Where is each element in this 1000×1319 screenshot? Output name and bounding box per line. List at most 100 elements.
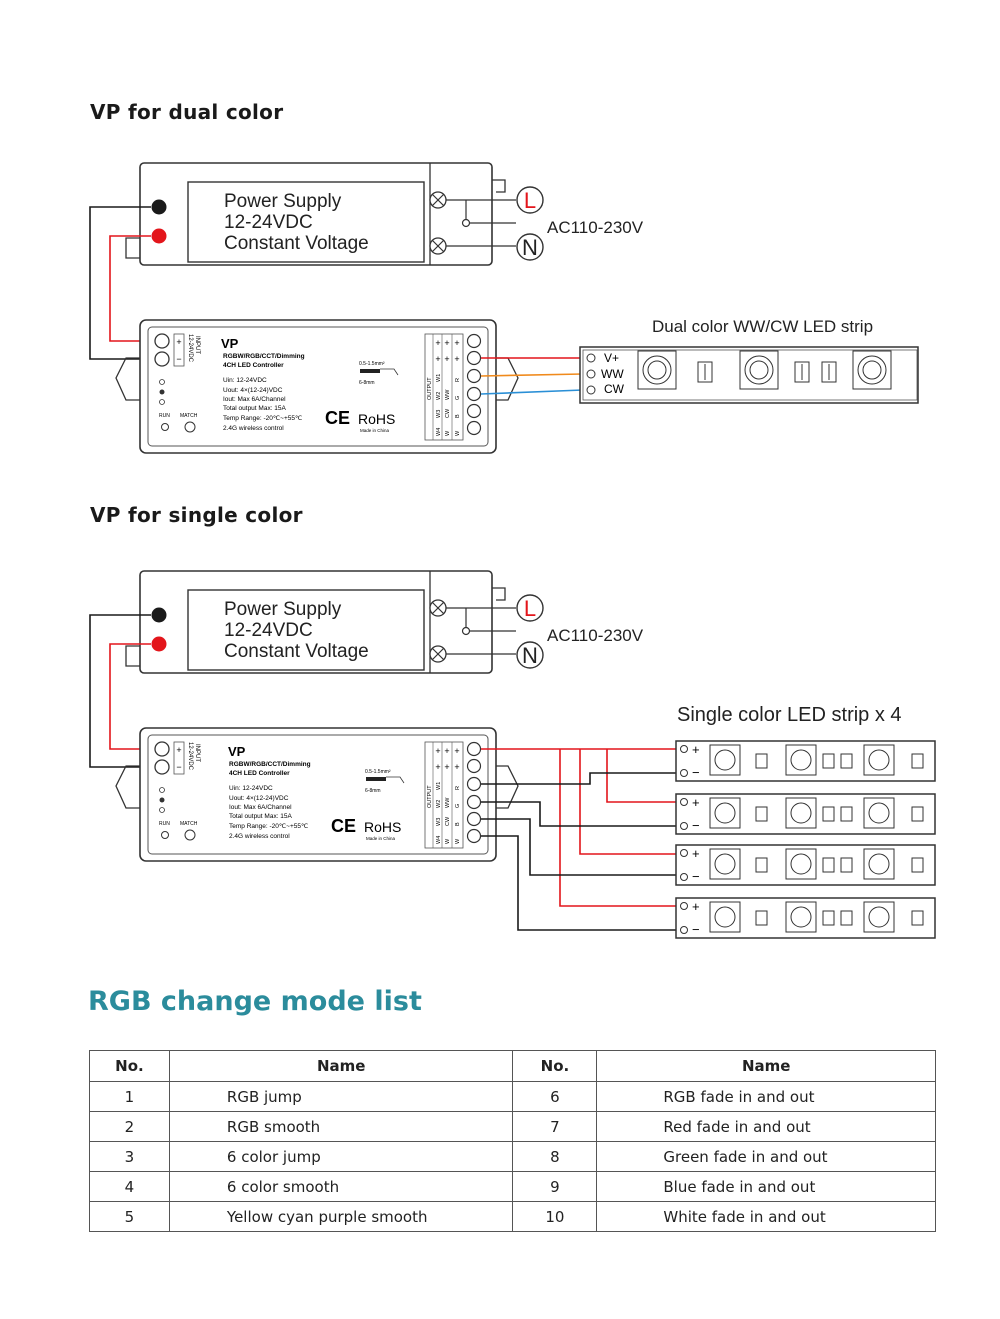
single-strip-title: Single color LED strip x 4 — [677, 704, 902, 726]
rohs-mark: RoHS — [364, 819, 401, 835]
output-label-block — [424, 333, 464, 441]
table-row: 3 6 color jump 8 Green fade in and out — [89, 1141, 936, 1172]
resistor-2 — [794, 361, 837, 383]
w-rgb-label: W — [455, 430, 461, 436]
out-plus-1: + — [435, 338, 440, 348]
strip-minus: − — [692, 922, 700, 937]
g-label: G — [455, 804, 461, 808]
mode-number: 8 — [512, 1141, 598, 1172]
mode-number: 5 — [89, 1201, 170, 1232]
w2-label: W2 — [436, 800, 442, 808]
output-terminal-2 — [466, 350, 482, 366]
power-supply-line2: 12-24VDC — [224, 212, 313, 233]
input-minus-mark: − — [176, 762, 181, 772]
wire-size-label: 0.5-1.5mm² — [365, 769, 391, 775]
led-chip-3 — [852, 350, 892, 390]
negative-wire — [89, 614, 152, 768]
made-in-label: Made in China — [366, 836, 396, 841]
vp-controller: + − INPUT 12-24VDC VP RGBW/RGB/CCT/Dimmi… — [115, 319, 519, 454]
live-label: L — [524, 188, 536, 213]
strip-plus: + — [692, 795, 700, 810]
single-led-strip-3: + − — [675, 844, 936, 886]
out-plus-6: + — [454, 762, 459, 772]
header-name-2: Name — [596, 1050, 936, 1082]
w3-label: W3 — [436, 410, 442, 418]
led-chip-2 — [739, 350, 779, 390]
input-minus-mark: − — [176, 354, 181, 364]
controller-model: VP — [221, 336, 239, 351]
status-icon-2 — [159, 399, 165, 405]
input-negative-terminal — [154, 351, 170, 367]
ac-wiring-single: L N AC110-230V — [446, 594, 644, 669]
spec-uin: Uin: 12-24VDC — [229, 785, 273, 792]
v-plus-label: V+ — [604, 351, 619, 365]
mode-name: Yellow cyan purple smooth — [168, 1201, 514, 1232]
power-supply-line3: Constant Voltage — [224, 641, 369, 662]
spec-wireless: 2.4G wireless control — [223, 425, 284, 432]
ac-terminal-l — [429, 599, 447, 617]
w3-label: W3 — [436, 818, 442, 826]
ww-wire — [480, 373, 584, 377]
ce-mark: CE — [325, 408, 350, 428]
ac-voltage-label: AC110-230V — [547, 626, 644, 645]
spec-total: Total output Max: 15A — [223, 405, 287, 412]
mode-name: RGB jump — [168, 1081, 514, 1112]
mode-number: 3 — [89, 1141, 170, 1172]
mode-list-title: RGB change mode list — [88, 986, 422, 1017]
match-button[interactable] — [184, 829, 196, 841]
mode-number: 4 — [89, 1171, 170, 1202]
mode-number: 2 — [89, 1111, 170, 1142]
w4-label: W4 — [436, 428, 442, 436]
single-color-wiring-diagram: Power Supply 12-24VDC Constant Voltage L… — [89, 570, 936, 939]
header-no-1: No. — [89, 1050, 170, 1082]
spec-temp: Temp Range: -20℃~+55℃ — [223, 415, 303, 422]
channel-wires — [481, 772, 680, 931]
dual-color-wiring-diagram: Power Supply 12-24VDC Constant Voltage L… — [89, 162, 919, 454]
ac-wiring: L N AC110-230V — [446, 186, 644, 261]
status-icon-filled — [159, 389, 165, 395]
live-label: L — [524, 596, 536, 621]
strip-plus: + — [692, 899, 700, 914]
cw-label: CW — [445, 408, 451, 418]
power-supply-line3: Constant Voltage — [224, 233, 369, 254]
out-plus-4: + — [435, 354, 440, 364]
table-row: 1 RGB jump 6 RGB fade in and out — [89, 1081, 936, 1112]
header-no-2: No. — [512, 1050, 598, 1082]
ac-terminal-n — [429, 237, 447, 255]
spec-total: Total output Max: 15A — [229, 813, 293, 820]
status-icon — [159, 379, 165, 385]
input-plus-mark: + — [176, 745, 181, 755]
dc-negative-terminal — [151, 607, 167, 623]
output-label: OUTPUT — [427, 377, 433, 400]
neutral-label: N — [522, 235, 538, 260]
mode-name: Blue fade in and out — [596, 1171, 936, 1202]
input-label: INPUT — [194, 336, 200, 354]
power-supply-line1: Power Supply — [224, 191, 342, 212]
strip-length-label: 6-8mm — [365, 788, 381, 794]
spec-iout: Iout: Max 6A/Channel — [229, 804, 292, 811]
neutral-label: N — [522, 643, 538, 668]
run-label: RUN — [159, 413, 170, 419]
output-terminal-1 — [466, 333, 482, 349]
mode-list-table: No. Name No. Name 1 RGB jump 6 RGB fade … — [89, 1050, 936, 1232]
run-led — [161, 423, 169, 431]
ww-strip-label: WW — [601, 367, 624, 381]
power-supply-tab — [492, 179, 506, 193]
section-title-single: VP for single color — [90, 503, 303, 527]
out-plus-3: + — [454, 746, 459, 756]
table-row: 4 6 color smooth 9 Blue fade in and out — [89, 1171, 936, 1202]
output-terminal-5 — [466, 403, 482, 419]
run-label: RUN — [159, 821, 170, 827]
power-supply-single: Power Supply 12-24VDC Constant Voltage — [125, 570, 506, 674]
resistor — [697, 361, 713, 383]
rohs-mark: RoHS — [358, 411, 395, 427]
match-button[interactable] — [184, 421, 196, 433]
strip-plus: + — [692, 846, 700, 861]
b-label: B — [455, 822, 461, 826]
power-supply-line2: 12-24VDC — [224, 620, 313, 641]
mode-number: 6 — [512, 1081, 598, 1112]
spec-uin: Uin: 12-24VDC — [223, 377, 267, 384]
input-voltage-label: 12-24VDC — [187, 742, 193, 771]
w4-label: W4 — [436, 836, 442, 844]
run-led — [161, 831, 169, 839]
